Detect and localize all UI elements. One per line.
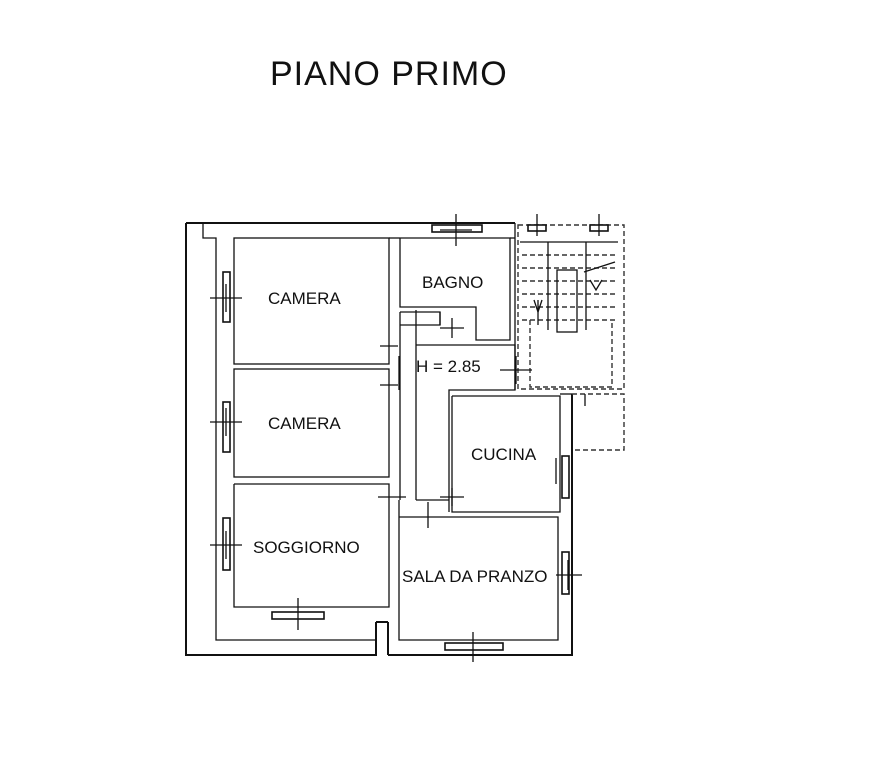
- ceiling-height-label: H = 2.85: [416, 357, 481, 376]
- room-labels: CAMERA CAMERA BAGNO H = 2.85 CUCINA SOGG…: [253, 273, 548, 586]
- walls: [185, 222, 573, 656]
- room-label-bagno: BAGNO: [422, 273, 483, 292]
- room-label-camera-1: CAMERA: [268, 289, 341, 308]
- point-markers: [210, 214, 600, 662]
- room-label-sala-da-pranzo: SALA DA PRANZO: [402, 567, 548, 586]
- room-label-soggiorno: SOGGIORNO: [253, 538, 360, 557]
- staircase: [517, 224, 625, 451]
- room-label-cucina: CUCINA: [471, 445, 537, 464]
- room-label-camera-2: CAMERA: [268, 414, 341, 433]
- plan-title: PIANO PRIMO: [270, 55, 508, 93]
